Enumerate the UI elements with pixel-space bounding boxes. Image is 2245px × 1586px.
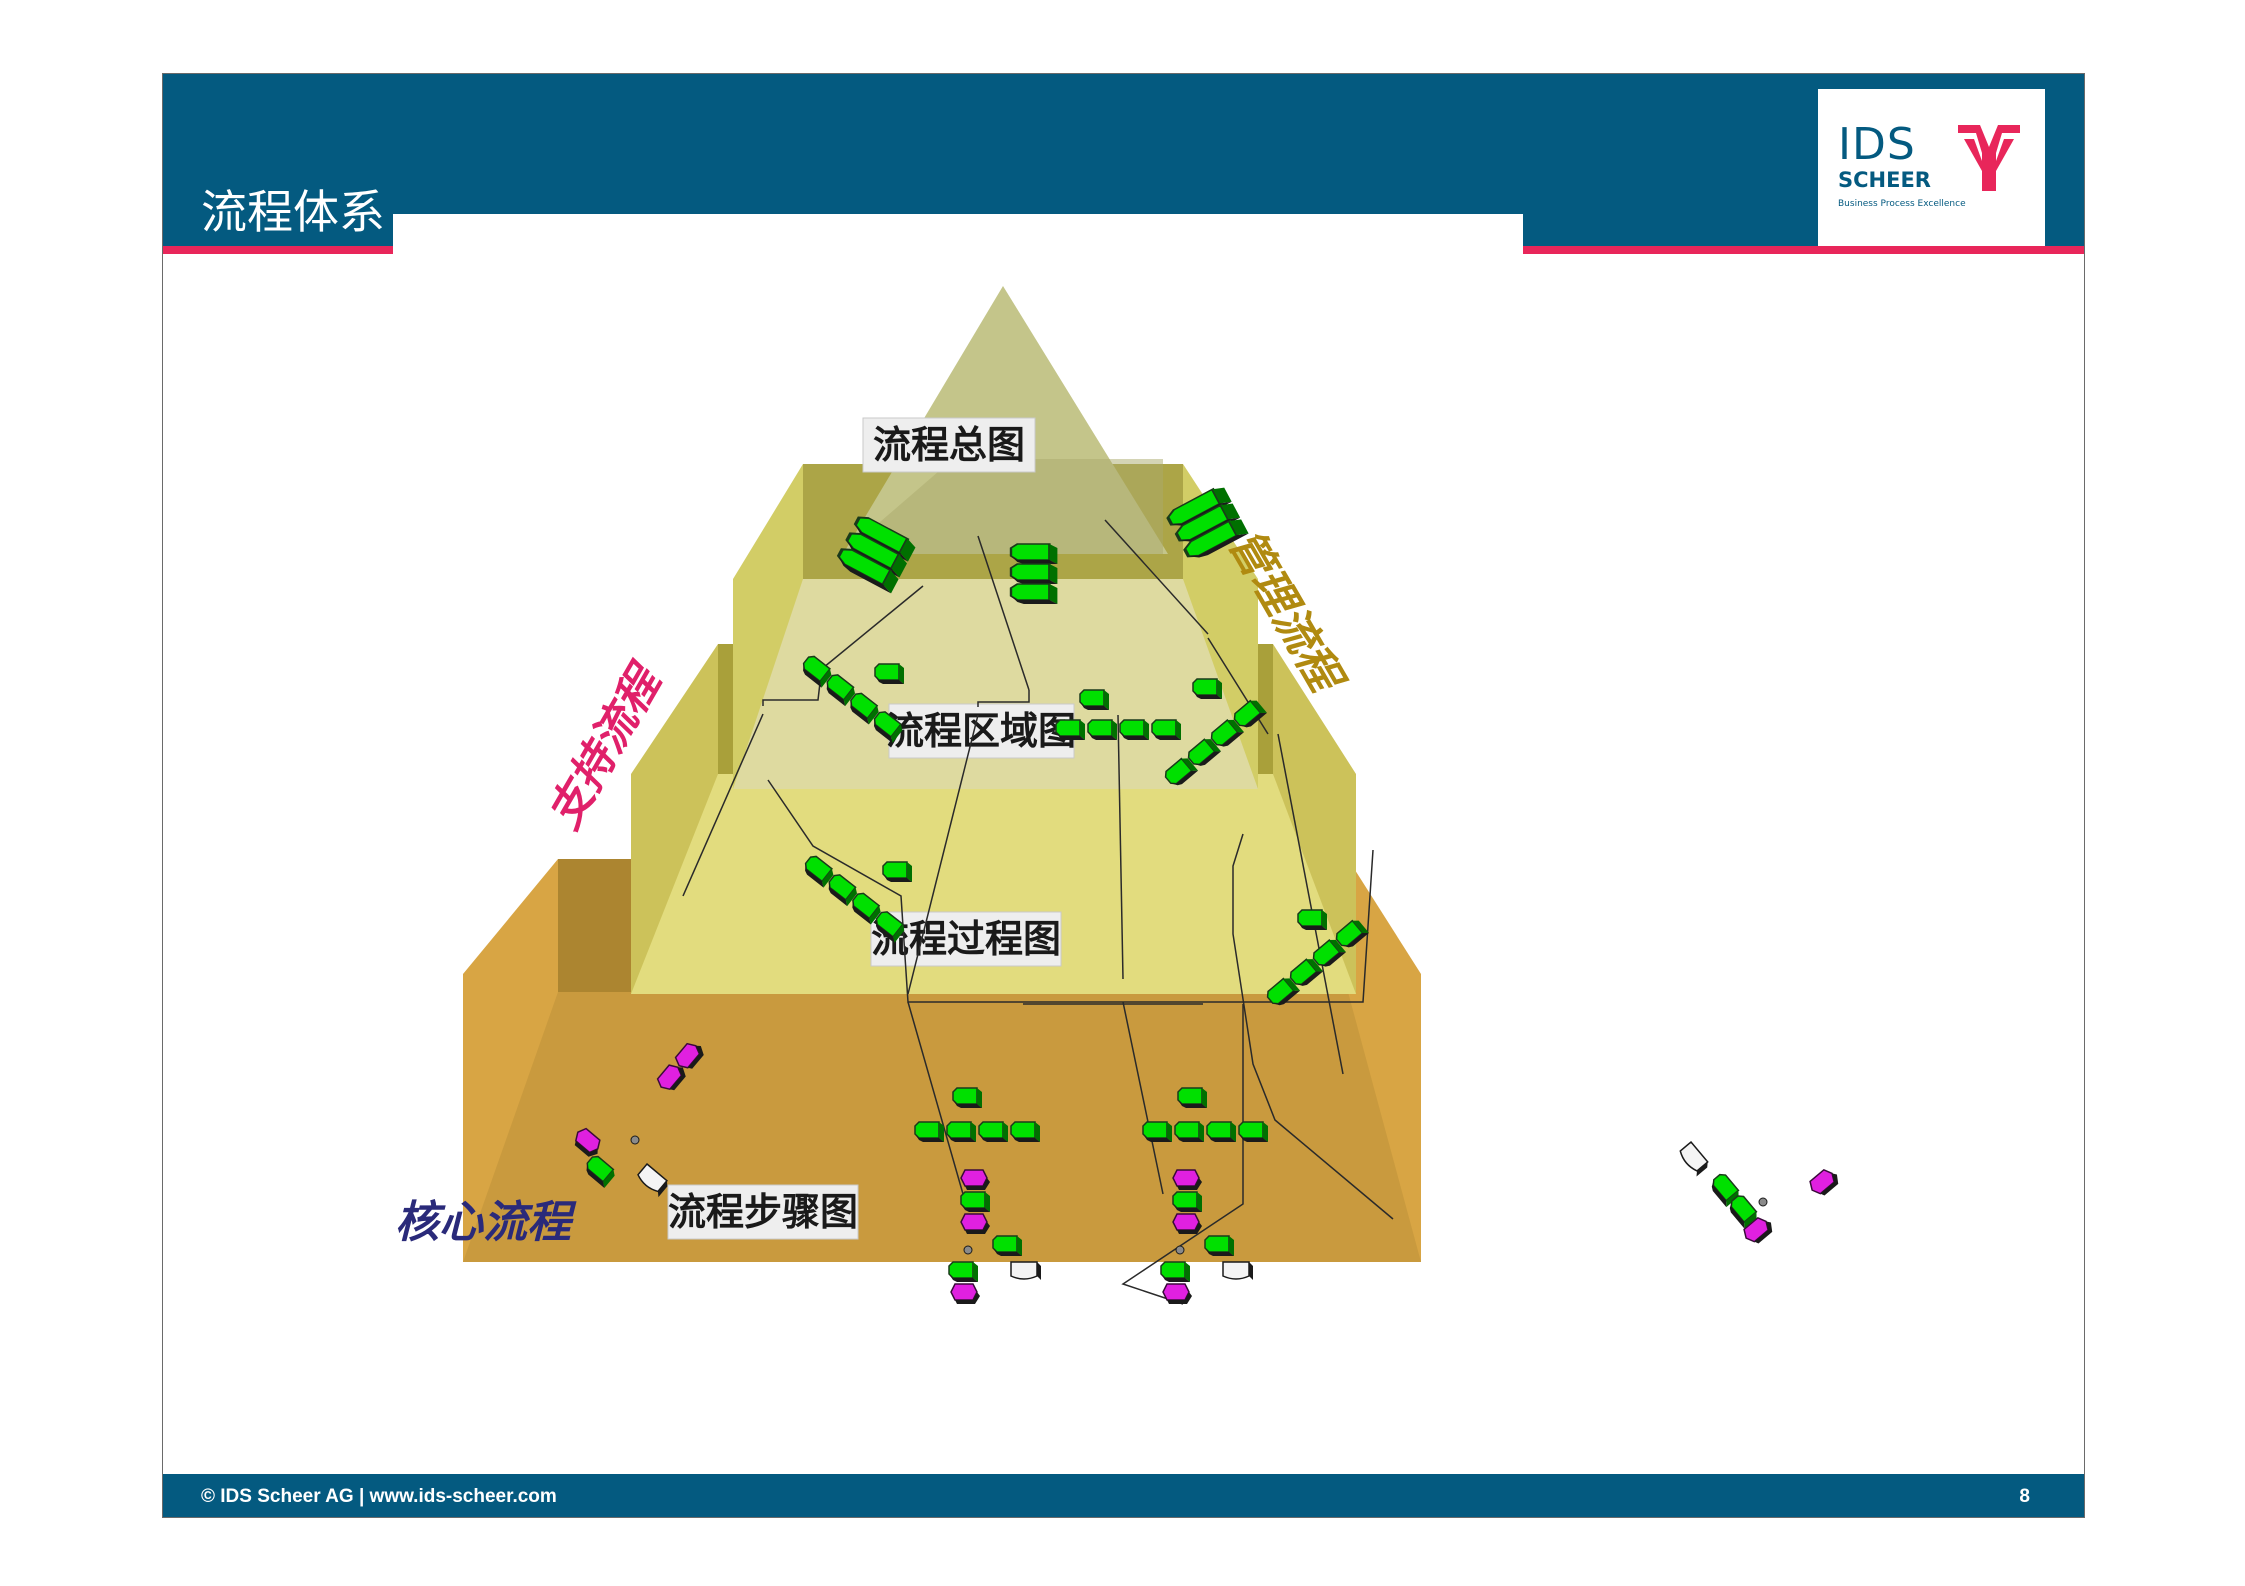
epc-fragment-left xyxy=(569,1037,708,1198)
slide-title: 流程体系 xyxy=(201,185,385,239)
ids-scheer-y-emblem-icon xyxy=(1958,125,2020,191)
level-label-overview: 流程总图 xyxy=(873,423,1025,467)
footer-copyright: © IDS Scheer AG | www.ids-scheer.com xyxy=(201,1486,557,1507)
process-pyramid-diagram: 流程总图 流程区域图 流程过程图 流程步骤图 支持流程 管理流程 核心流程 xyxy=(393,214,1843,1305)
logo-text-ids: IDS xyxy=(1838,119,1916,170)
epc-step-right xyxy=(1160,1169,1254,1305)
slide: 流程体系 IDS SCHEER Business Process Excelle… xyxy=(162,73,2085,1518)
level-label-step: 流程步骤图 xyxy=(668,1190,858,1234)
epc-fragment-right xyxy=(1676,1141,1843,1249)
logo-text-scheer: SCHEER xyxy=(1838,168,1931,192)
connector-lines xyxy=(682,519,1394,1305)
page-number: 8 xyxy=(2019,1486,2030,1507)
epc-step-left xyxy=(948,1169,1042,1305)
level-label-area: 流程区域图 xyxy=(886,709,1076,753)
function-stack-top-center xyxy=(1009,542,1059,606)
side-label-core: 核心流程 xyxy=(395,1197,577,1248)
footer-bar: © IDS Scheer AG | www.ids-scheer.com 8 xyxy=(163,1474,2084,1517)
ids-scheer-logo: IDS SCHEER Business Process Excellence xyxy=(1818,89,2045,246)
logo-tagline: Business Process Excellence xyxy=(1838,199,1966,209)
